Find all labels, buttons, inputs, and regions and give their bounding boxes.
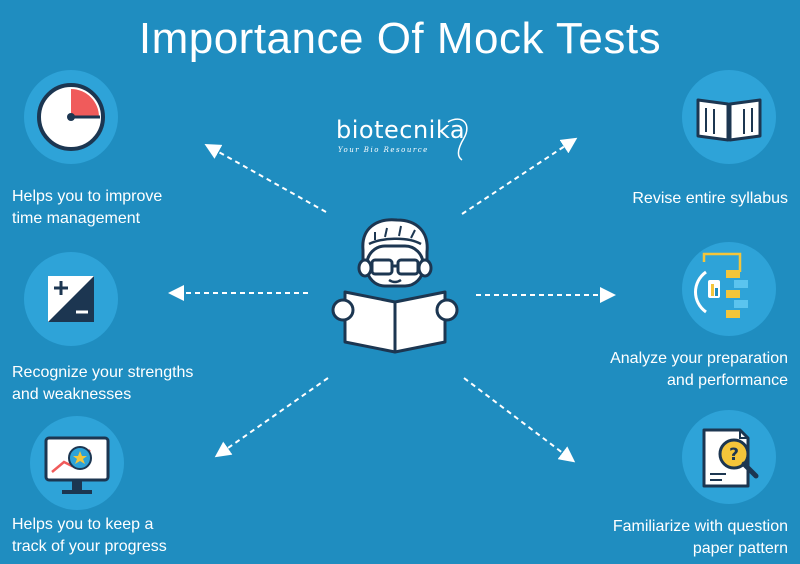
plus-minus-circle [24,252,118,346]
progress-monitor-circle [30,416,124,510]
plus-minus-icon [48,276,94,322]
arrow-pattern [463,377,576,463]
logo-swoosh-icon [447,118,468,161]
logo-name: biotecnika [336,116,466,144]
caption-pattern: Familiarize with question paper pattern [612,518,788,557]
caption-time-management: Helps you to improve time management [12,188,163,227]
stopwatch-circle [24,70,118,164]
svg-text:?: ? [729,445,739,465]
open-book-icon [696,98,762,142]
arrow-syllabus [461,137,578,215]
analysis-flowchart-icon [694,252,748,318]
stopwatch-icon [37,83,105,151]
arrow-time-management [204,144,327,213]
caption-syllabus: Revise entire syllabus [632,190,788,207]
question-paper-circle: ? [682,410,776,504]
caption-strengths: Recognize your strengths and weaknesses [12,364,194,403]
page-title: Importance Of Mock Tests [138,14,662,63]
logo-tagline: Your Bio Resource [338,146,429,154]
person-reading-icon [331,218,459,354]
arrow-progress [214,377,329,458]
caption-analyze: Analyze your preparation and performance [610,350,788,389]
progress-monitor-icon [44,436,110,494]
biotecnika-logo: biotecnika Your Bio Resource [330,112,480,162]
open-book-circle [682,70,776,164]
analysis-flowchart-circle [682,242,776,336]
question-paper-icon: ? [702,428,759,488]
caption-progress: Helps you to keep a track of your progre… [12,516,167,555]
